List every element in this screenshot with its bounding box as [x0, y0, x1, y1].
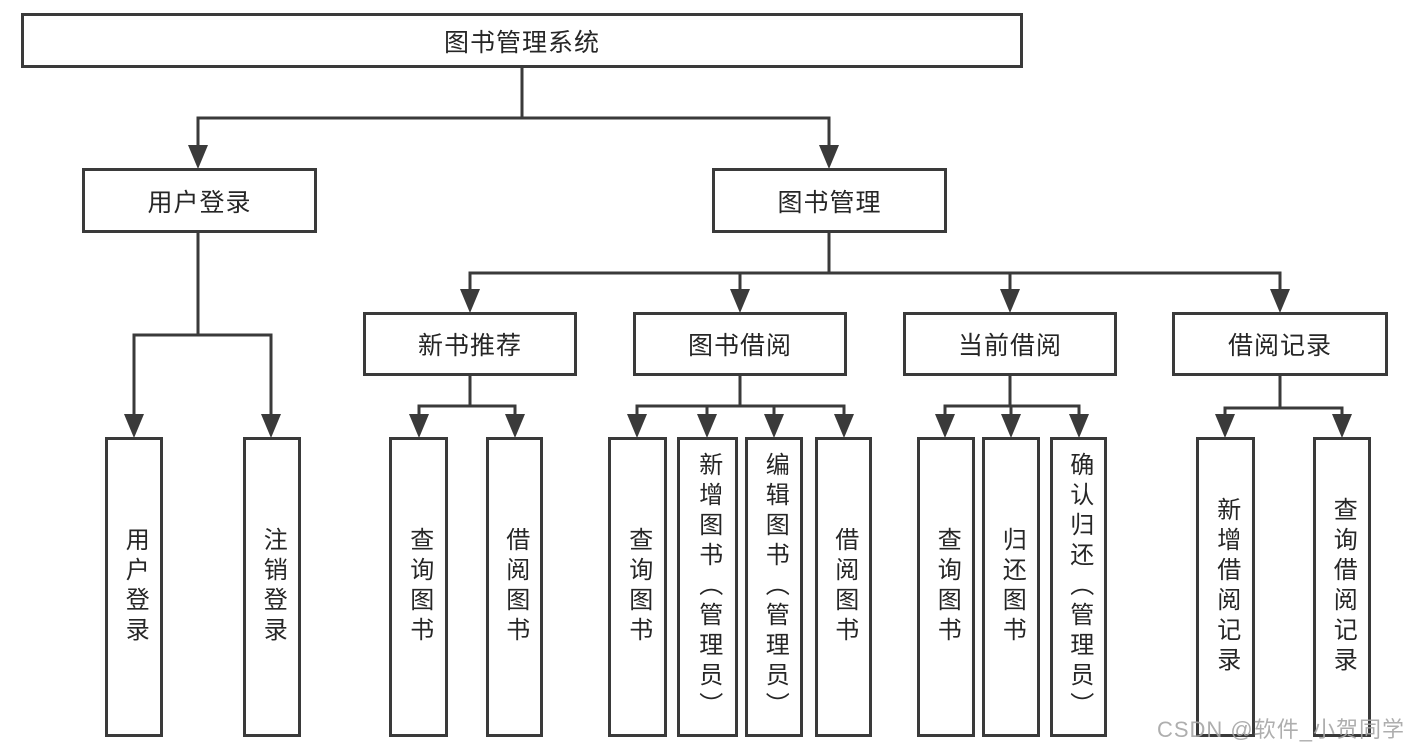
- leaf-return-books: 归还图书: [982, 437, 1040, 737]
- leaf-label: 用户登录: [121, 527, 149, 647]
- node-label: 新书推荐: [417, 332, 522, 360]
- leaf-label: 确认归还（管理员）: [1065, 452, 1093, 722]
- leaf-query-borrow-record: 查询借阅记录: [1313, 437, 1371, 737]
- node-label: 借阅记录: [1227, 332, 1332, 360]
- leaf-label: 编辑图书（管理员）: [761, 452, 789, 722]
- leaf-label: 归还图书: [998, 527, 1026, 647]
- leaf-label: 借阅图书: [830, 527, 858, 647]
- node-book-management: 图书管理: [712, 168, 947, 233]
- node-label: 图书借阅: [687, 332, 792, 360]
- node-book-borrowing: 图书借阅: [633, 312, 847, 376]
- leaf-query-books: 查询图书: [917, 437, 975, 737]
- arrowheads: [124, 145, 1352, 438]
- node-label: 图书管理: [777, 188, 882, 217]
- csdn-watermark: CSDN @软件_小贺同学: [1156, 717, 1405, 742]
- leaf-borrow-books: 借阅图书: [486, 437, 543, 737]
- node-label: 当前借阅: [957, 332, 1062, 360]
- leaf-query-books: 查询图书: [608, 437, 667, 737]
- leaf-add-borrow-record: 新增借阅记录: [1196, 437, 1255, 737]
- leaf-label: 新增图书（管理员）: [694, 452, 722, 722]
- leaf-label: 新增借阅记录: [1212, 497, 1240, 677]
- node-user-login: 用户登录: [82, 168, 317, 233]
- leaf-label: 查询图书: [624, 527, 652, 647]
- node-current-borrowing: 当前借阅: [903, 312, 1117, 376]
- leaf-confirm-return-admin: 确认归还（管理员）: [1050, 437, 1107, 737]
- node-new-book-recommend: 新书推荐: [363, 312, 577, 376]
- leaf-edit-books-admin: 编辑图书（管理员）: [745, 437, 803, 737]
- leaf-label: 借阅图书: [501, 527, 529, 647]
- leaf-query-books: 查询图书: [389, 437, 448, 737]
- node-borrowing-records: 借阅记录: [1172, 312, 1388, 376]
- node-label: 用户登录: [147, 188, 252, 217]
- leaf-borrow-books: 借阅图书: [815, 437, 872, 737]
- root-node-library-system: 图书管理系统: [21, 13, 1023, 68]
- leaf-label: 查询图书: [405, 527, 433, 647]
- leaf-label: 查询借阅记录: [1329, 497, 1357, 677]
- leaf-label: 查询图书: [933, 527, 961, 647]
- leaf-add-books-admin: 新增图书（管理员）: [677, 437, 738, 737]
- root-node-label: 图书管理系统: [443, 28, 600, 57]
- leaf-logout: 注销登录: [243, 437, 301, 737]
- leaf-user-login: 用户登录: [105, 437, 163, 737]
- leaf-label: 注销登录: [259, 527, 287, 647]
